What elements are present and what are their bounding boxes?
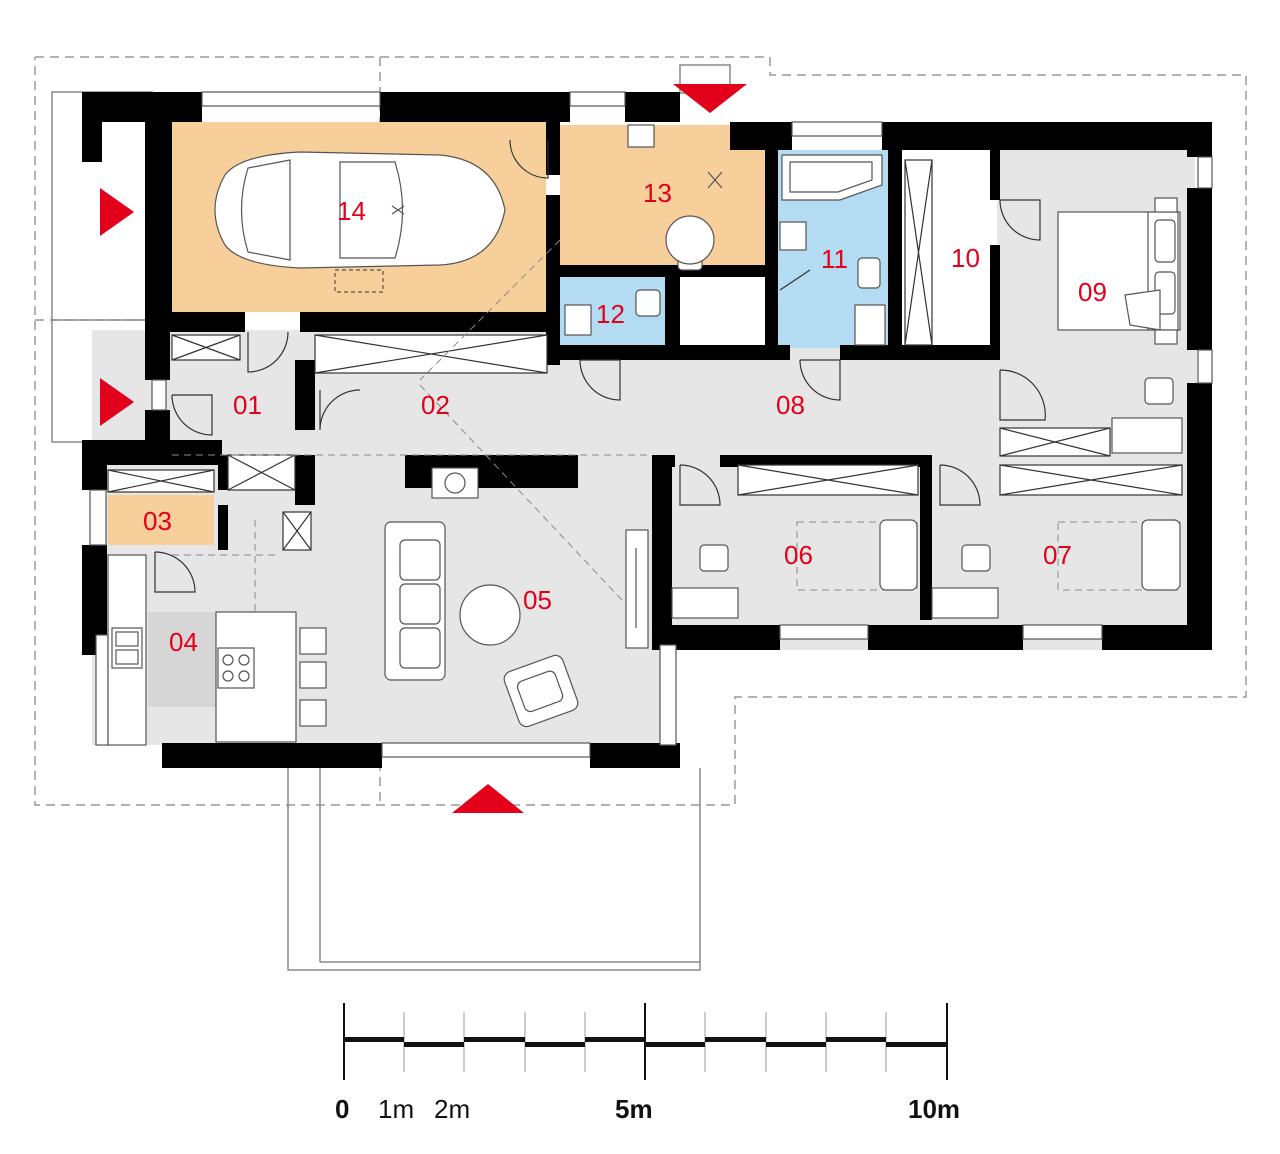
room-label-01: 01 [233,390,262,420]
desk-icon [931,544,999,619]
floor-wardrobe03 [108,495,214,545]
room-label-05: 05 [523,585,552,615]
room-label-11: 11 [821,244,848,274]
scale-label-10m: 10m [908,1094,960,1124]
scale-label-2m: 2m [434,1094,470,1124]
scale-label-1m: 1m [378,1094,414,1124]
armchair-icon [503,654,579,728]
wardrobe-icon [171,334,241,361]
wardrobe-icon [737,464,919,496]
bathtub-icon [781,154,883,201]
room-label-14: 14 [337,196,366,226]
sink-icon [779,221,807,251]
room-label-03: 03 [143,506,172,536]
wardrobe-icon [227,454,296,491]
bed-icon [1057,211,1181,331]
entrance-arrow-icon [100,188,134,236]
wardrobe-icon [314,334,548,374]
room-label-09: 09 [1078,277,1107,307]
toilet-icon [857,257,881,289]
room-label-12: 12 [596,299,625,329]
wardrobe-icon [107,469,215,493]
sink-icon [627,124,655,148]
scale-label-5m: 5m [615,1094,653,1124]
living-furniture [384,467,649,728]
wardrobes [107,159,1183,551]
boiler-icon [665,171,723,265]
walls [82,92,1212,768]
toilet-icon [635,289,661,317]
room-label-02: 02 [421,390,450,420]
room-label-06: 06 [784,540,813,570]
room-label-08: 08 [776,390,805,420]
windows [89,91,1213,758]
room-label-13: 13 [643,178,672,208]
entrance-arrow-icon [673,84,747,113]
desk-icon [671,544,739,619]
room-label-07: 07 [1043,540,1072,570]
car-icon [214,151,506,293]
sink-icon [564,304,592,336]
desk-icon [1111,377,1183,454]
entrance-arrows [100,84,747,813]
sofa-icon [1141,519,1181,591]
bedroom-furniture [671,197,1183,619]
floor-hallclean [680,275,775,347]
room-label-10: 10 [951,243,980,273]
wardrobe-icon [999,427,1111,457]
scale-bar: 0 1m 2m 5m 10m [335,1003,960,1124]
sink-icon [111,627,143,669]
room-label-04: 04 [169,627,198,657]
wardrobe-icon [904,159,933,346]
scale-label-0: 0 [335,1094,349,1124]
wardrobe-icon [282,511,312,551]
entrance-arrow-icon [100,378,134,426]
kitchen-counter [107,554,327,746]
room-labels: 01 02 03 04 05 06 07 08 09 10 11 12 13 1… [143,178,1107,657]
bathroom-fixtures [564,124,886,346]
sofa-icon [384,521,446,681]
stove-icon [217,647,255,689]
doors [154,139,1046,593]
entrance-arrow-icon [452,784,524,813]
wardrobe-icon [999,464,1183,496]
sofa-icon [879,519,918,591]
table-icon [459,584,521,646]
